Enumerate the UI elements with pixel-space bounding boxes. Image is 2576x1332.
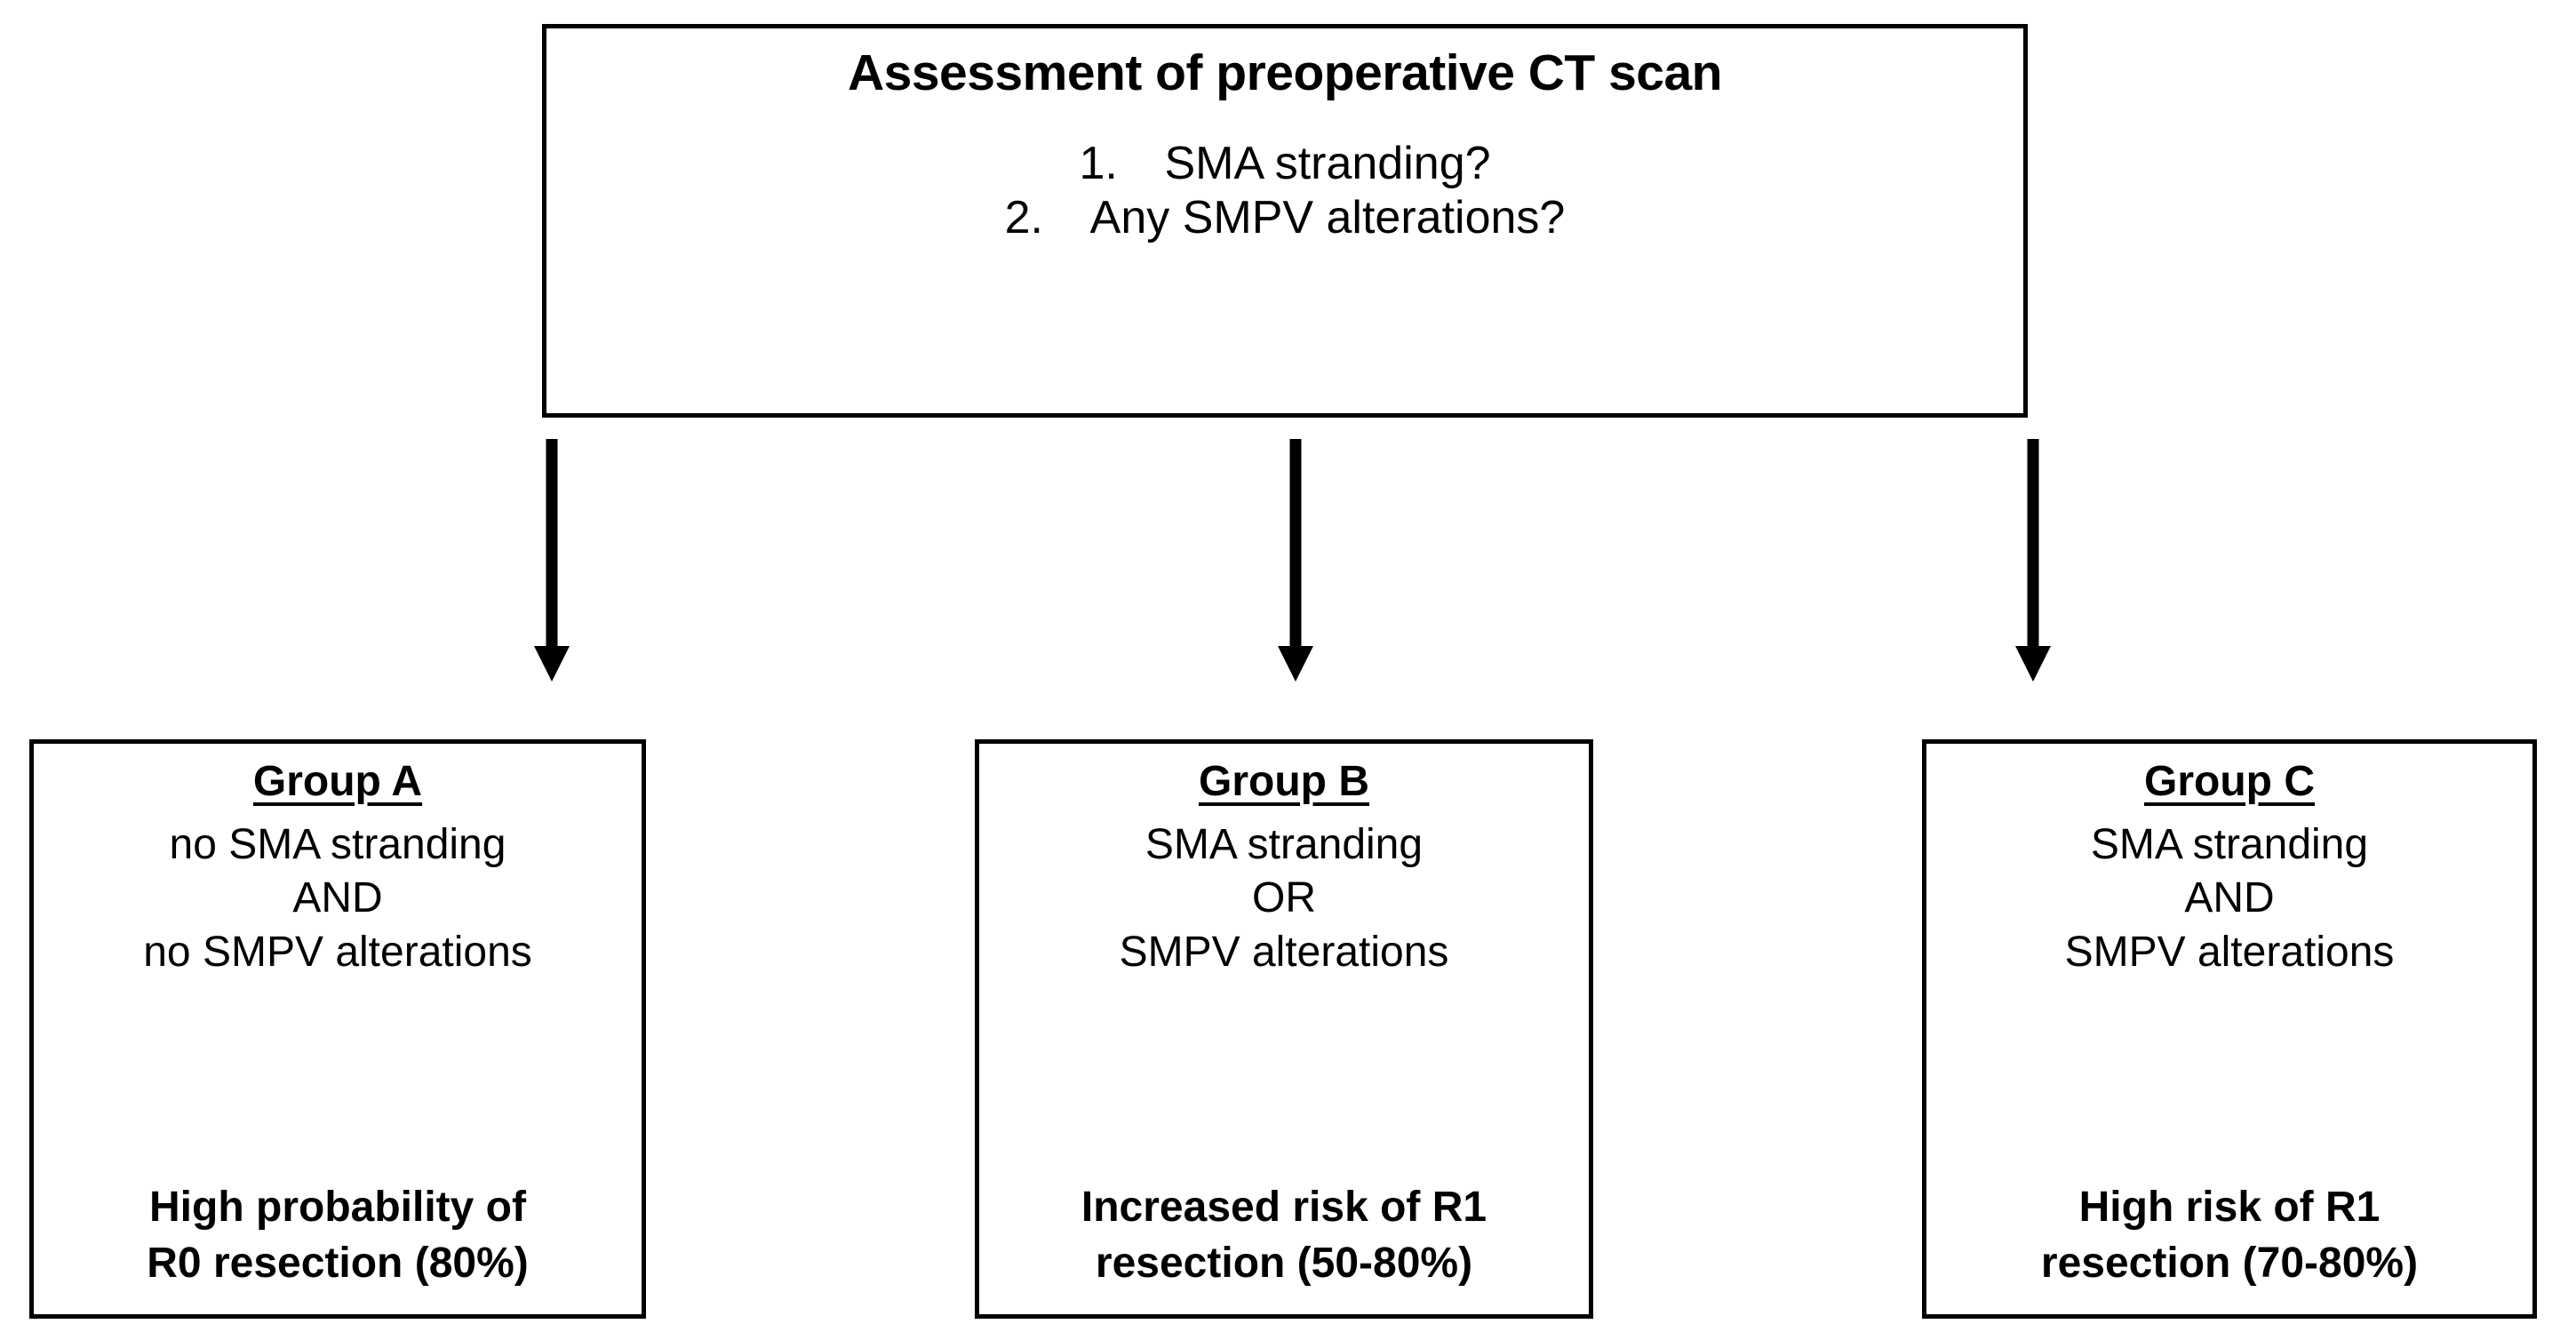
group-a-criteria-line-1: no SMA stranding xyxy=(169,820,506,868)
group-c-criteria-line-2: AND xyxy=(2184,874,2275,922)
group-b-criteria-line-2: OR xyxy=(1251,874,1316,922)
group-c-criteria-line-3: SMPV alterations xyxy=(2064,928,2395,976)
question-item-1: 1. SMA stranding? xyxy=(1079,137,1490,191)
assessment-box: Assessment of preoperative CT scan 1. SM… xyxy=(542,24,2028,418)
group-a-box: Group A no SMA stranding AND no SMPV alt… xyxy=(29,739,646,1319)
group-b-criteria-line-3: SMPV alterations xyxy=(1119,928,1449,976)
arrow-to-group-a-icon xyxy=(532,439,571,683)
group-a-conclusion-line-2: R0 resection (80%) xyxy=(147,1239,529,1287)
question-list: 1. SMA stranding? 2. Any SMPV alteration… xyxy=(546,137,2023,246)
group-c-criteria-line-1: SMA stranding xyxy=(2090,820,2369,868)
group-b-title: Group B xyxy=(1199,758,1369,805)
group-a-conclusion: High probability of R0 resection (80%) xyxy=(44,1180,631,1291)
arrow-to-group-b-icon xyxy=(1276,439,1315,683)
group-c-conclusion-line-1: High risk of R1 xyxy=(2078,1184,2381,1232)
group-c-conclusion: High risk of R1 resection (70-80%) xyxy=(1937,1180,2522,1291)
group-c-criteria: SMA stranding AND SMPV alterations xyxy=(2065,818,2395,979)
group-c-title: Group C xyxy=(2144,758,2315,805)
group-b-content: Group B SMA stranding OR SMPV alteration… xyxy=(979,744,1589,1314)
group-b-criteria: SMA stranding OR SMPV alterations xyxy=(1120,818,1449,979)
group-c-content: Group C SMA stranding AND SMPV alteratio… xyxy=(1926,744,2532,1314)
group-a-criteria-line-2: AND xyxy=(292,874,383,922)
group-c-conclusion-line-2: resection (70-80%) xyxy=(2040,1239,2419,1287)
group-b-conclusion-line-2: resection (50-80%) xyxy=(1095,1239,1473,1287)
group-a-conclusion-line-1: High probability of xyxy=(149,1184,526,1232)
group-a-title: Group A xyxy=(252,758,423,805)
question-number-2: 2. xyxy=(1004,192,1044,244)
question-text-1: SMA stranding? xyxy=(1164,138,1491,189)
question-text-2: Any SMPV alterations? xyxy=(1089,192,1566,244)
group-b-conclusion-line-1: Increased risk of R1 xyxy=(1081,1184,1487,1232)
arrow-to-group-c-icon xyxy=(2014,439,2053,683)
group-c-box: Group C SMA stranding AND SMPV alteratio… xyxy=(1922,739,2537,1319)
group-b-criteria-line-1: SMA stranding xyxy=(1144,820,1424,868)
question-number-1: 1. xyxy=(1079,138,1118,189)
group-b-conclusion: Increased risk of R1 resection (50-80%) xyxy=(990,1180,1578,1291)
assessment-title: Assessment of preoperative CT scan xyxy=(847,44,1723,101)
group-b-box: Group B SMA stranding OR SMPV alteration… xyxy=(975,739,1593,1319)
group-a-content: Group A no SMA stranding AND no SMPV alt… xyxy=(34,744,642,1314)
group-a-criteria: no SMA stranding AND no SMPV alterations xyxy=(143,818,532,979)
question-item-2: 2. Any SMPV alterations? xyxy=(1005,191,1566,245)
group-a-criteria-line-3: no SMPV alterations xyxy=(143,928,532,976)
